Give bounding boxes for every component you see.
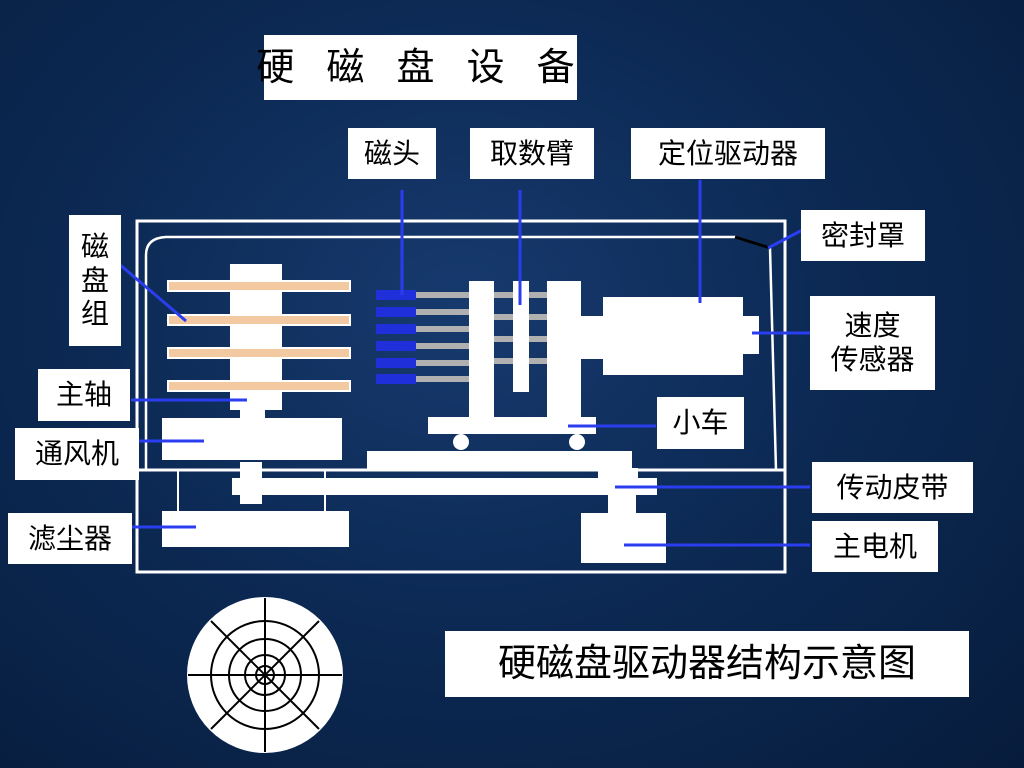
lower-housing (135, 470, 787, 574)
carriage-post-left (469, 281, 494, 418)
diagram-caption: 硬磁盘驱动器结构示意图 (445, 631, 969, 697)
cover-dark-segment (734, 235, 771, 250)
label-arm: 取数臂 (470, 128, 594, 179)
label-disk-stack: 磁 盘 组 (69, 215, 121, 346)
label-speed-sensor: 速度 传感器 (810, 296, 935, 390)
arm-bar (513, 281, 529, 392)
label-belt: 传动皮带 (812, 462, 973, 513)
label-cart: 小车 (657, 397, 744, 449)
platter-top-view (187, 597, 343, 753)
label-positioner: 定位驱动器 (631, 128, 825, 179)
cart-platform (428, 417, 596, 434)
fan-block (162, 418, 342, 460)
main-motor-block (581, 513, 666, 563)
coupling (571, 316, 603, 359)
rail (367, 451, 632, 469)
page-title: 硬 磁 盘 设 备 (256, 35, 577, 100)
spindle-base (240, 408, 265, 420)
platter-stack (167, 280, 351, 392)
label-fan: 通风机 (15, 428, 139, 480)
speed-sensor-stub (743, 316, 759, 354)
label-cover: 密封罩 (801, 210, 925, 261)
upper-housing (135, 219, 787, 472)
leader-lines (118, 180, 811, 547)
sealing-cover (144, 235, 778, 471)
drive-belt (232, 478, 657, 495)
positioner-block (603, 297, 743, 375)
filter-block (162, 511, 349, 547)
label-motor: 主电机 (812, 521, 938, 572)
label-spindle: 主轴 (38, 369, 130, 421)
label-head: 磁头 (348, 128, 436, 179)
label-filter: 滤尘器 (8, 513, 132, 564)
